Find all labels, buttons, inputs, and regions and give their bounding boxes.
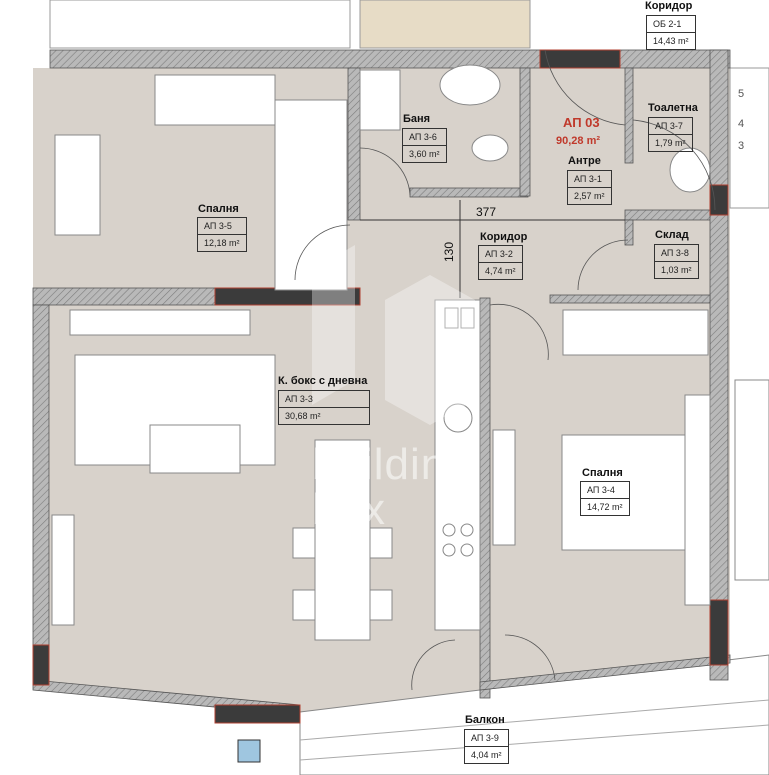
room-label-box: АП 3-9 4,04 m² (464, 729, 509, 764)
room-label-box: АП 3-5 12,18 m² (197, 217, 247, 252)
stair-step: 3 (738, 140, 745, 152)
upper-kitchen (49, 0, 351, 49)
room-label-box: АП 3-4 14,72 m² (580, 481, 630, 516)
room-label-value: 3,60 m² (403, 145, 446, 162)
room-label-value: АП 3-1 (574, 174, 602, 184)
room-label-value: 14,43 m² (647, 32, 695, 49)
room-label-value: АП 3-7 (655, 121, 683, 131)
watermark-text-1: building (312, 440, 472, 489)
upper-bathroom (359, 0, 531, 49)
room-label-value: АП 3-2 (485, 249, 513, 259)
apartment-floor (33, 68, 730, 712)
room-label-value: 1,03 m² (655, 261, 698, 278)
stair-step: 5 (738, 88, 745, 100)
structural-columns (32, 49, 729, 724)
room-label-value: АП 3-3 (285, 394, 313, 404)
watermark-logo (312, 245, 475, 425)
room-label-value: АП 3-8 (661, 248, 689, 258)
apartment-id: АП 03 (563, 115, 600, 130)
room-label-value: 14,72 m² (581, 498, 629, 515)
room-label-value: 30,68 m² (279, 407, 369, 424)
dimension-vertical: 130 (442, 241, 456, 262)
apartment-area: 90,28 m² (556, 135, 601, 147)
room-label-box: АП 3-7 1,79 m² (648, 117, 693, 152)
room-label-value: АП 3-4 (587, 485, 615, 495)
window-icon (237, 739, 261, 763)
room-label-box: ОБ 2-1 14,43 m² (646, 15, 696, 50)
furniture (51, 64, 769, 641)
room-label-value: 12,18 m² (198, 234, 246, 251)
room-label-value: 1,79 m² (649, 134, 692, 151)
watermark-text-2: box (312, 485, 386, 534)
dimension-horizontal: 377 (476, 205, 497, 219)
doors (294, 49, 716, 691)
room-label-box: АП 3-2 4,74 m² (478, 245, 523, 280)
room-label-value: АП 3-6 (409, 132, 437, 142)
staircase (729, 67, 769, 209)
room-label-box: АП 3-1 2,57 m² (567, 170, 612, 205)
room-label-value: 4,04 m² (465, 746, 508, 763)
room-label-value: АП 3-9 (471, 733, 499, 743)
stair-step: 4 (738, 118, 745, 130)
balcony (299, 654, 769, 775)
room-label-box: АП 3-8 1,03 m² (654, 244, 699, 279)
room-label-value: 4,74 m² (479, 262, 522, 279)
room-label-value: АП 3-5 (204, 221, 232, 231)
room-label-value: ОБ 2-1 (653, 19, 682, 29)
room-label-box: АП 3-6 3,60 m² (402, 128, 447, 163)
room-label-value: 2,57 m² (568, 187, 611, 204)
room-label-box: АП 3-3 30,68 m² (278, 390, 370, 425)
